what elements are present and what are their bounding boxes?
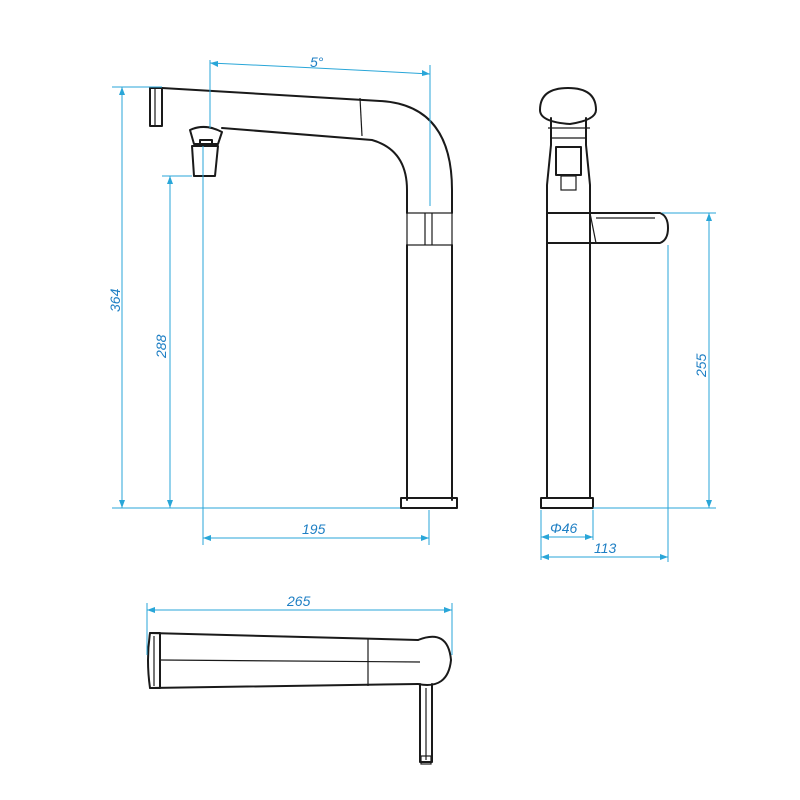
- top-lever: [419, 683, 433, 763]
- dim-base-diameter: Φ46: [550, 520, 578, 536]
- front-spout-tip: [149, 87, 163, 127]
- front-base: [400, 497, 458, 509]
- front-spout: [161, 87, 453, 214]
- dim-total-height: 364: [107, 288, 123, 312]
- top-spout: [149, 632, 419, 689]
- front-handle-band: [406, 212, 453, 246]
- dim-top-length: 265: [286, 593, 311, 609]
- side-lever: [546, 212, 669, 244]
- dim-spout-angle: 5°: [310, 54, 324, 70]
- side-head: [546, 117, 591, 214]
- side-base: [540, 497, 594, 509]
- front-aerator: [189, 126, 223, 145]
- side-body: [546, 212, 591, 499]
- top-body: [417, 635, 452, 686]
- front-body: [406, 244, 453, 501]
- dim-spout-reach: 195: [302, 521, 326, 537]
- dim-side-depth: 113: [594, 540, 617, 556]
- side-aerator: [555, 146, 582, 176]
- dim-outlet-height: 288: [153, 334, 169, 359]
- front-view: 364 288 195 5°: [107, 54, 458, 545]
- dim-lever-height: 255: [693, 353, 709, 378]
- side-view: 255 Φ46 113: [539, 87, 716, 562]
- top-view: 265: [146, 593, 453, 765]
